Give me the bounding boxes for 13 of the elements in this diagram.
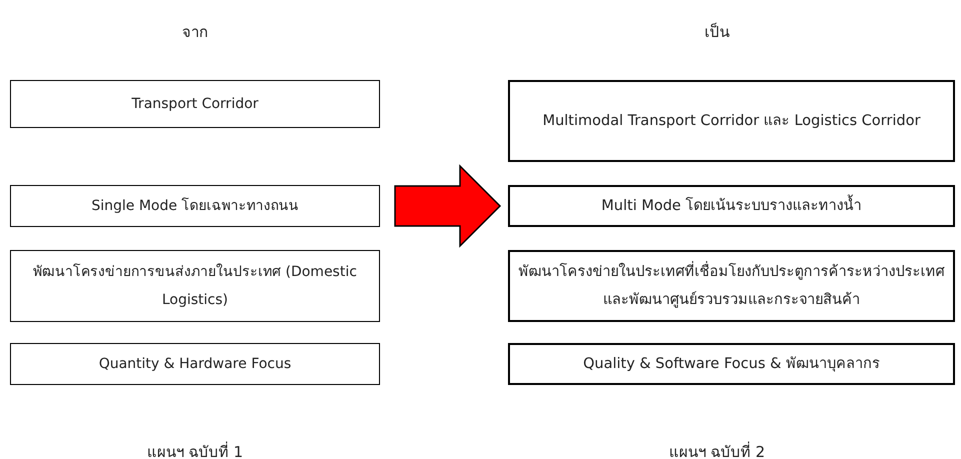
column-heading: จาก	[182, 22, 208, 43]
text-box: Transport Corridor	[10, 80, 380, 128]
text-box: Quality & Software Focus & พัฒนาบุคลากร	[508, 343, 955, 385]
column-heading: เป็น	[704, 22, 730, 43]
text-box: Multimodal Transport Corridor และ Logistics Corridor	[508, 80, 955, 162]
text-box: Multi Mode โดยเน้นระบบรางและทางน้ำ	[508, 185, 955, 227]
text-box: Quantity & Hardware Focus	[10, 343, 380, 385]
text-box: Single Mode โดยเฉพาะทางถนน	[10, 185, 380, 227]
text-box: พัฒนาโครงข่ายในประเทศที่เชื่อมโยงกับประตูการค้าระหว่างประเทศ และพัฒนาศูนย์รวบรวมและกระจายสินค้า	[508, 250, 955, 322]
column-caption: แผนฯ ฉบับที่ 1	[146, 440, 244, 459]
text-box: พัฒนาโครงข่ายการขนส่งภายในประเทศ (Domestic Logistics)	[10, 250, 380, 322]
block-arrow	[394, 164, 502, 248]
column-caption: แผนฯ ฉบับที่ 2	[668, 440, 766, 459]
